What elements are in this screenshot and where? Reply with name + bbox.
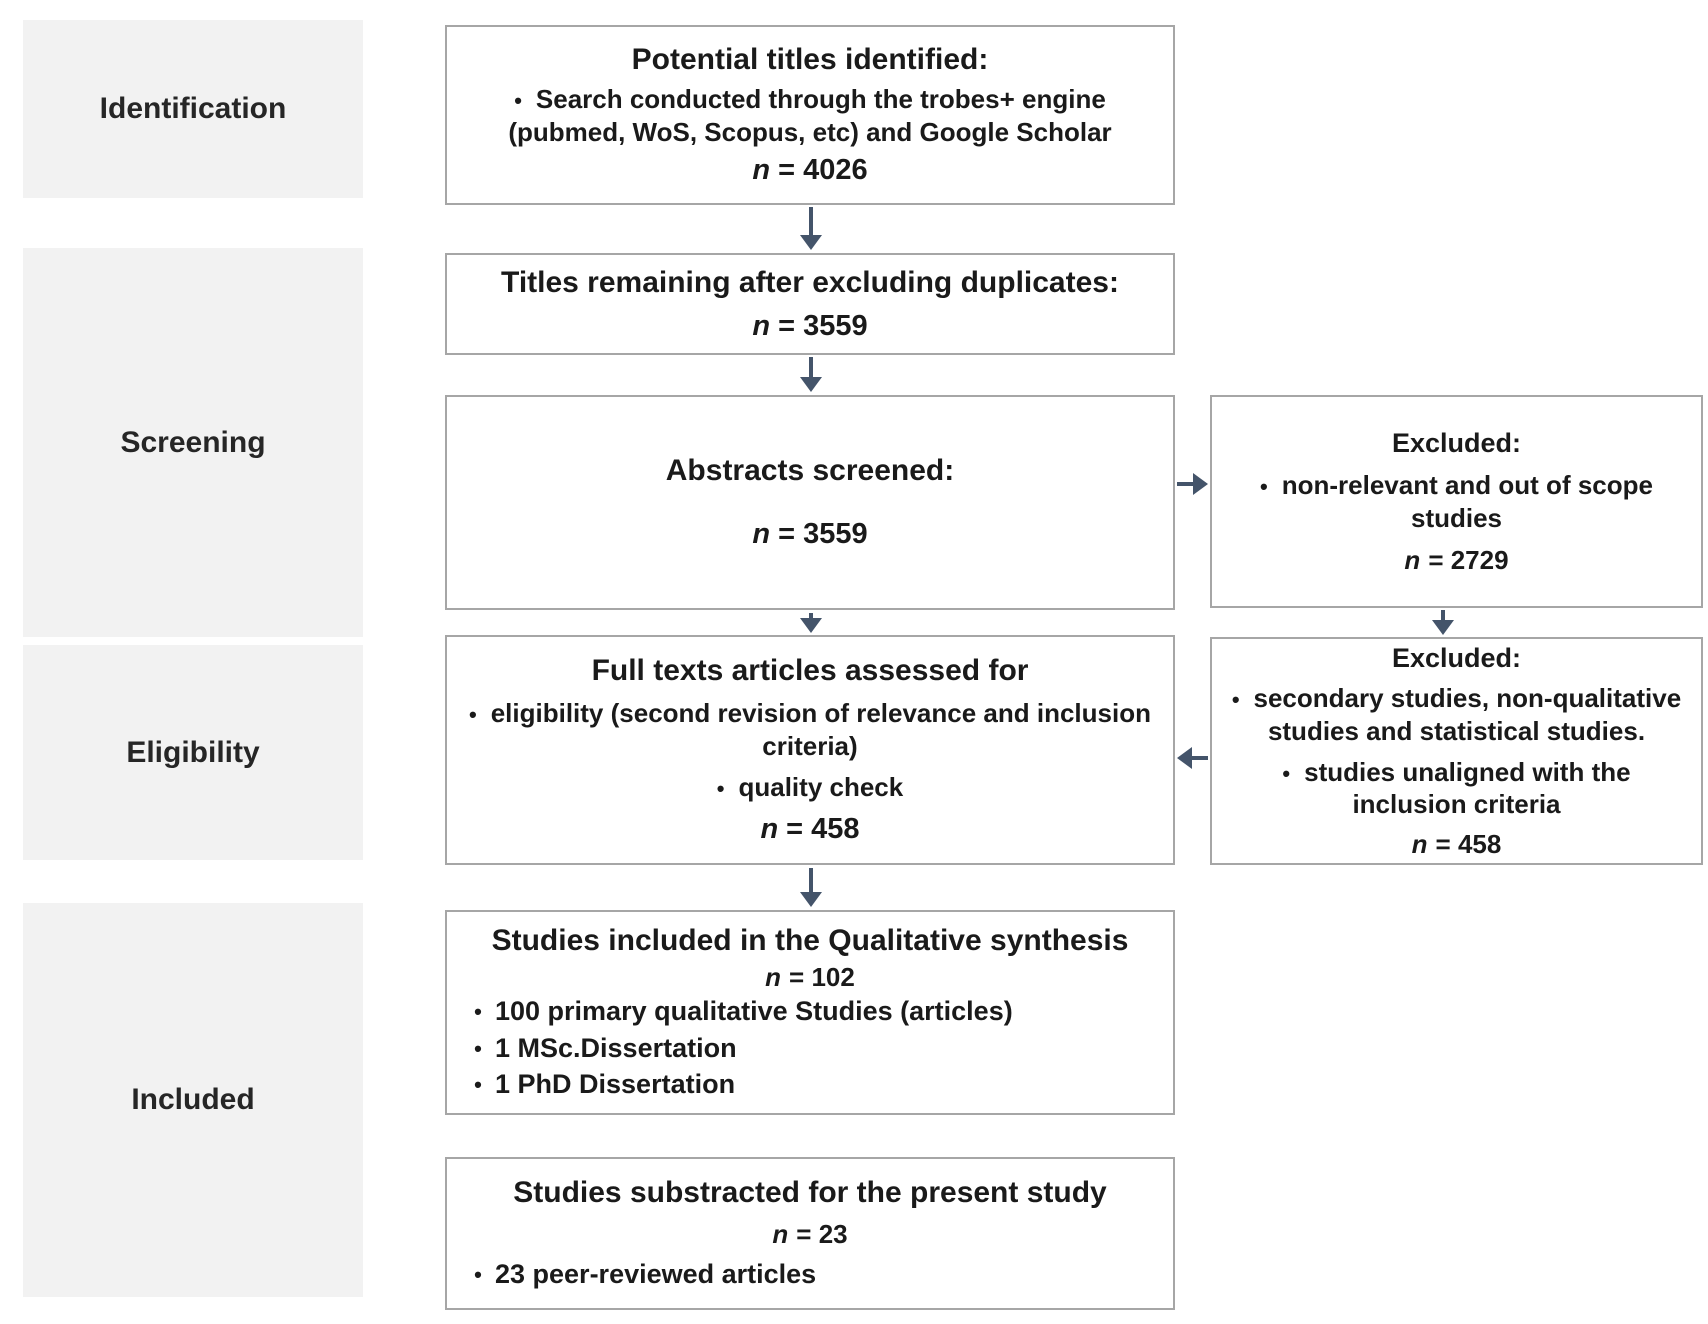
bullet-icon: •: [716, 776, 725, 802]
bullet-text: quality check: [738, 772, 904, 803]
bullet-text: eligibility (second revision of relevanc…: [490, 698, 1151, 762]
flow-box-excluded-screening: Excluded: • non-relevant and out of scope…: [1210, 395, 1703, 608]
n-count: n= 458: [1222, 829, 1691, 860]
n-count: n= 3559: [457, 309, 1163, 344]
bullet-icon: •: [474, 999, 482, 1025]
bullet-icon: •: [1282, 760, 1291, 786]
bullet-text: Search conducted through the trobes+ eng…: [508, 83, 1112, 147]
box-bullet: • 100 primary qualitative Studies (articl…: [461, 995, 1159, 1029]
arrow-down-duplicates-to-abstracts-icon: [800, 357, 822, 392]
flow-box-full-texts-assessed: Full texts articles assessed for • eligib…: [445, 635, 1175, 865]
n-value: = 23: [796, 1219, 848, 1250]
arrow-down-excluded1-to-excluded2-icon: [1432, 610, 1454, 635]
flow-box-excluded-eligibility: Excluded: • secondary studies, non-qualit…: [1210, 637, 1703, 865]
box-title: Full texts articles assessed for: [591, 654, 1029, 688]
bullet-icon: •: [1260, 474, 1268, 500]
stage-label-text: Eligibility: [126, 735, 260, 769]
n-value: = 3559: [778, 518, 868, 551]
n-count: n= 2729: [1224, 545, 1689, 576]
bullet-text: non-relevant and out of scope studies: [1281, 470, 1653, 534]
bullet-text: studies unaligned with the inclusion cri…: [1304, 756, 1631, 820]
bullet-icon: •: [474, 1262, 482, 1288]
flow-box-titles-remaining: Titles remaining after excluding duplica…: [445, 253, 1175, 355]
n-symbol: n: [772, 1219, 789, 1250]
box-bullet: • quality check: [459, 771, 1161, 804]
box-title: Potential titles identified:: [631, 42, 989, 76]
n-symbol: n: [752, 309, 771, 342]
arrow-left-excluded-to-fulltexts-icon: [1177, 747, 1208, 769]
bullet-icon: •: [514, 87, 522, 113]
stage-label-text: Identification: [99, 92, 287, 125]
bullet-icon: •: [469, 702, 477, 728]
box-bullet: • non-relevant and out of scope studies: [1224, 469, 1689, 535]
bullet-icon: •: [474, 1035, 482, 1061]
arrow-down-fulltexts-to-synthesis-icon: [800, 868, 822, 907]
n-symbol: n: [1404, 544, 1421, 575]
stage-label-text: Included: [131, 1083, 255, 1116]
n-count: n= 23: [461, 1219, 1159, 1250]
box-bullet: • 1 MSc.Dissertation: [461, 1032, 1159, 1066]
flow-box-qualitative-synthesis: Studies included in the Qualitative synt…: [445, 910, 1175, 1115]
stage-label-included: Included: [23, 903, 363, 1297]
n-symbol: n: [765, 961, 782, 992]
flow-box-abstracts-screened: Abstracts screened: n= 3559: [445, 395, 1175, 610]
box-title: Abstracts screened:: [665, 454, 955, 488]
box-title: Excluded:: [1391, 642, 1522, 673]
n-symbol: n: [760, 813, 779, 845]
arrow-down-identification-to-duplicates-icon: [800, 207, 822, 250]
stage-label-identification: Identification: [23, 20, 363, 198]
bullet-icon: •: [1231, 687, 1240, 713]
bullet-text: 1 MSc.Dissertation: [495, 1032, 737, 1063]
arrow-down-abstracts-to-fulltexts-icon: [800, 613, 822, 633]
stage-label-screening: Screening: [23, 248, 363, 637]
n-symbol: n: [752, 518, 771, 551]
box-bullet: •Search conducted through the trobes+ en…: [461, 83, 1159, 149]
n-value: = 458: [1435, 829, 1502, 860]
bullet-text: 1 PhD Dissertation: [495, 1069, 736, 1100]
n-count: n= 102: [461, 962, 1159, 993]
stage-label-text: Screening: [120, 425, 266, 459]
box-bullet: • 1 PhD Dissertation: [461, 1068, 1159, 1102]
box-bullet: • secondary studies, non-qualitative stud…: [1222, 682, 1691, 748]
flow-box-present-study: Studies substracted for the present stud…: [445, 1157, 1175, 1310]
n-value: = 2729: [1428, 544, 1509, 575]
box-title: Excluded:: [1391, 427, 1522, 458]
arrow-right-abstracts-to-excluded-icon: [1177, 473, 1208, 495]
n-value: = 102: [789, 961, 855, 992]
n-symbol: n: [752, 154, 771, 187]
bullet-text: secondary studies, non-qualitative studi…: [1253, 683, 1682, 746]
n-count: n= 458: [459, 812, 1161, 847]
n-value: = 3559: [778, 309, 868, 342]
flow-box-potential-titles: Potential titles identified: •Search con…: [445, 25, 1175, 205]
box-bullet: • eligibility (second revision of relevan…: [459, 697, 1161, 763]
bullet-text: 23 peer-reviewed articles: [495, 1259, 817, 1290]
n-count: n= 3559: [457, 517, 1163, 552]
n-count: n= 4026: [461, 153, 1159, 188]
box-bullet: • 23 peer-reviewed articles: [461, 1258, 1159, 1292]
n-value: = 458: [786, 813, 860, 845]
box-title: Titles remaining after excluding duplica…: [501, 265, 1119, 299]
bullet-text: 100 primary qualitative Studies (article…: [495, 996, 1013, 1027]
box-title: Studies included in the Qualitative synt…: [491, 923, 1129, 957]
stage-label-eligibility: Eligibility: [23, 645, 363, 860]
n-symbol: n: [1411, 829, 1428, 860]
box-bullet: • studies unaligned with the inclusion cr…: [1222, 756, 1691, 822]
box-title: Studies substracted for the present stud…: [513, 1176, 1107, 1210]
n-value: = 4026: [778, 154, 868, 187]
bullet-icon: •: [474, 1072, 482, 1098]
